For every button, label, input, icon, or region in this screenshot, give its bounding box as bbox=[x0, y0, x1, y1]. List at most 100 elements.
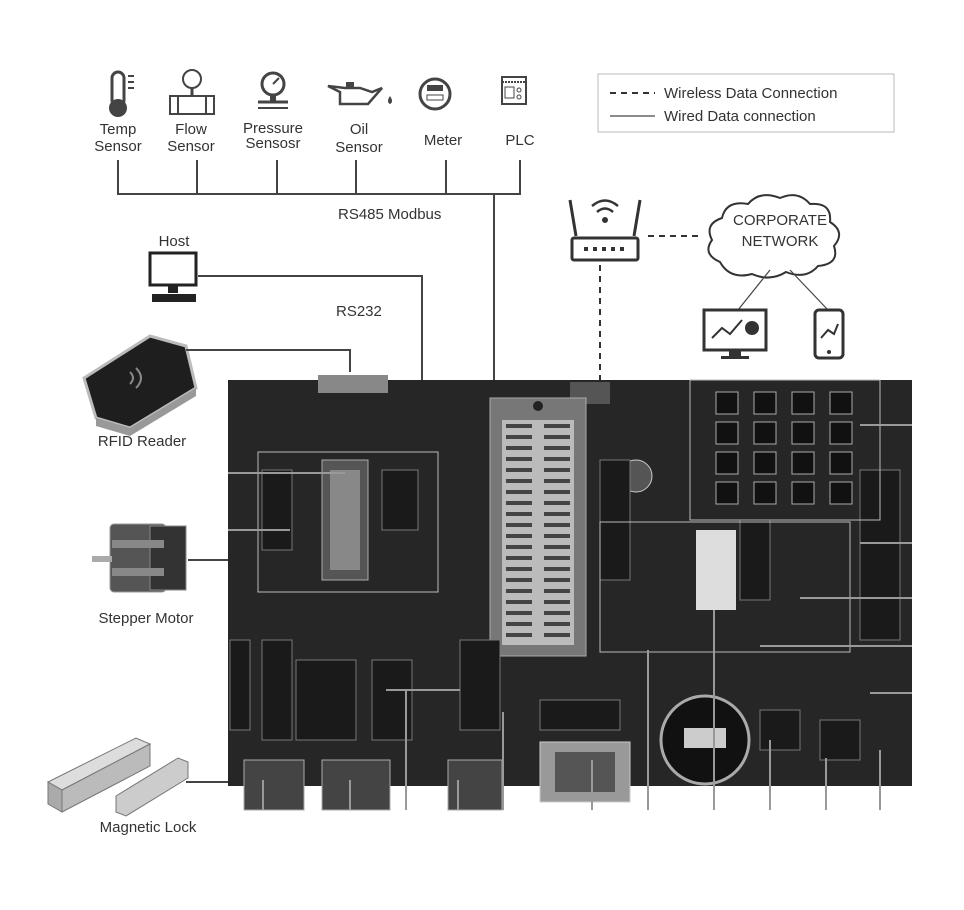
socket-pin bbox=[544, 633, 570, 637]
device-label: Meter bbox=[424, 132, 462, 149]
device-label: Sensor bbox=[94, 138, 142, 155]
development-board bbox=[228, 375, 912, 811]
socket-pin bbox=[506, 446, 532, 450]
device-label: Pressure bbox=[243, 120, 303, 137]
socket-pin bbox=[544, 556, 570, 560]
device-label: Flow bbox=[175, 121, 207, 138]
ic-chip bbox=[539, 699, 621, 731]
ic-chip bbox=[229, 639, 251, 731]
socket-pin bbox=[544, 468, 570, 472]
socket-pin bbox=[544, 534, 570, 538]
stepper-motor-icon bbox=[92, 523, 187, 593]
keypad-button bbox=[753, 451, 777, 475]
rs485-bus bbox=[117, 160, 521, 385]
socket-pin bbox=[506, 611, 532, 615]
socket-pin bbox=[544, 490, 570, 494]
computer-icon bbox=[148, 251, 198, 302]
magnetic-lock-icon bbox=[46, 737, 189, 817]
socket-pin bbox=[544, 479, 570, 483]
legend: Wireless Data Connection Wired Data conn… bbox=[597, 73, 895, 133]
socket-pin bbox=[506, 523, 532, 527]
keypad-button bbox=[715, 391, 739, 415]
device-label: Temp bbox=[100, 121, 137, 138]
socket-pin bbox=[506, 578, 532, 582]
socket-pin bbox=[544, 435, 570, 439]
socket-pin bbox=[506, 633, 532, 637]
callout-lines bbox=[228, 424, 912, 810]
rfid-label: RFID Reader bbox=[98, 433, 186, 450]
oil-can-icon bbox=[327, 82, 392, 106]
cloud-label: NETWORK bbox=[742, 233, 819, 250]
keypad-button bbox=[753, 421, 777, 445]
socket-pin bbox=[544, 501, 570, 505]
cloud-label: CORPORATE bbox=[733, 212, 827, 229]
device-label: Oil bbox=[350, 121, 368, 138]
rfid-wire bbox=[186, 349, 351, 372]
socket-pin bbox=[544, 424, 570, 428]
socket-pin bbox=[544, 578, 570, 582]
bus-label: RS485 Modbus bbox=[338, 206, 441, 223]
keypad-button bbox=[715, 481, 739, 505]
socket-pin bbox=[506, 600, 532, 604]
router-icon bbox=[568, 199, 642, 262]
legend-wireless: Wireless Data Connection bbox=[664, 85, 837, 102]
keypad-button bbox=[753, 481, 777, 505]
ic-chip bbox=[261, 639, 293, 741]
socket-pin bbox=[544, 611, 570, 615]
device-label: PLC bbox=[505, 132, 534, 149]
socket-pin bbox=[506, 479, 532, 483]
socket-pin bbox=[544, 545, 570, 549]
socket-pin bbox=[506, 490, 532, 494]
keypad-button bbox=[715, 421, 739, 445]
socket-pin bbox=[506, 545, 532, 549]
rs232-wire bbox=[198, 275, 423, 385]
keypad-button bbox=[791, 421, 815, 445]
keypad-button bbox=[829, 481, 853, 505]
keypad-button bbox=[791, 391, 815, 415]
socket-pin bbox=[544, 622, 570, 626]
rs232-label: RS232 bbox=[336, 303, 382, 320]
host-label: Host bbox=[159, 233, 191, 250]
ic-chip bbox=[819, 719, 861, 761]
flow-meter-icon bbox=[169, 69, 215, 115]
device-label: Sensor bbox=[167, 138, 215, 155]
keypad-button bbox=[715, 451, 739, 475]
socket-pin bbox=[506, 424, 532, 428]
rfid-reader-icon bbox=[82, 334, 198, 436]
pressure-gauge-icon bbox=[258, 71, 288, 109]
ic-chip bbox=[599, 459, 631, 581]
socket-pin bbox=[544, 567, 570, 571]
socket-pin bbox=[506, 435, 532, 439]
device-label: Sensor bbox=[335, 139, 383, 156]
keypad-button bbox=[829, 391, 853, 415]
socket-pin bbox=[544, 589, 570, 593]
ic-chip bbox=[739, 519, 771, 601]
socket-pin bbox=[506, 622, 532, 626]
socket-pin bbox=[506, 556, 532, 560]
device-label: Sensosr bbox=[245, 135, 300, 152]
monitor-dashboard-icon bbox=[702, 308, 768, 359]
ic-chip bbox=[759, 709, 801, 751]
socket-pin bbox=[544, 600, 570, 604]
socket-pin bbox=[506, 468, 532, 472]
ic-chip bbox=[459, 639, 501, 731]
socket-pin bbox=[506, 501, 532, 505]
smartphone-icon bbox=[813, 308, 845, 360]
socket-pin bbox=[506, 589, 532, 593]
socket-pin bbox=[544, 446, 570, 450]
keypad-button bbox=[753, 391, 777, 415]
lock-label: Magnetic Lock bbox=[100, 819, 197, 836]
socket-pin bbox=[544, 512, 570, 516]
socket-pin bbox=[544, 457, 570, 461]
ic-chip bbox=[261, 469, 293, 551]
keypad-button bbox=[791, 481, 815, 505]
plc-icon bbox=[501, 76, 527, 105]
socket-pin bbox=[506, 512, 532, 516]
keypad-button bbox=[829, 421, 853, 445]
meter-icon bbox=[418, 77, 452, 111]
ic-chip bbox=[295, 659, 357, 741]
socket-pin bbox=[506, 534, 532, 538]
keypad-button bbox=[791, 451, 815, 475]
cloud-icon: CORPORATE NETWORK bbox=[707, 194, 841, 279]
